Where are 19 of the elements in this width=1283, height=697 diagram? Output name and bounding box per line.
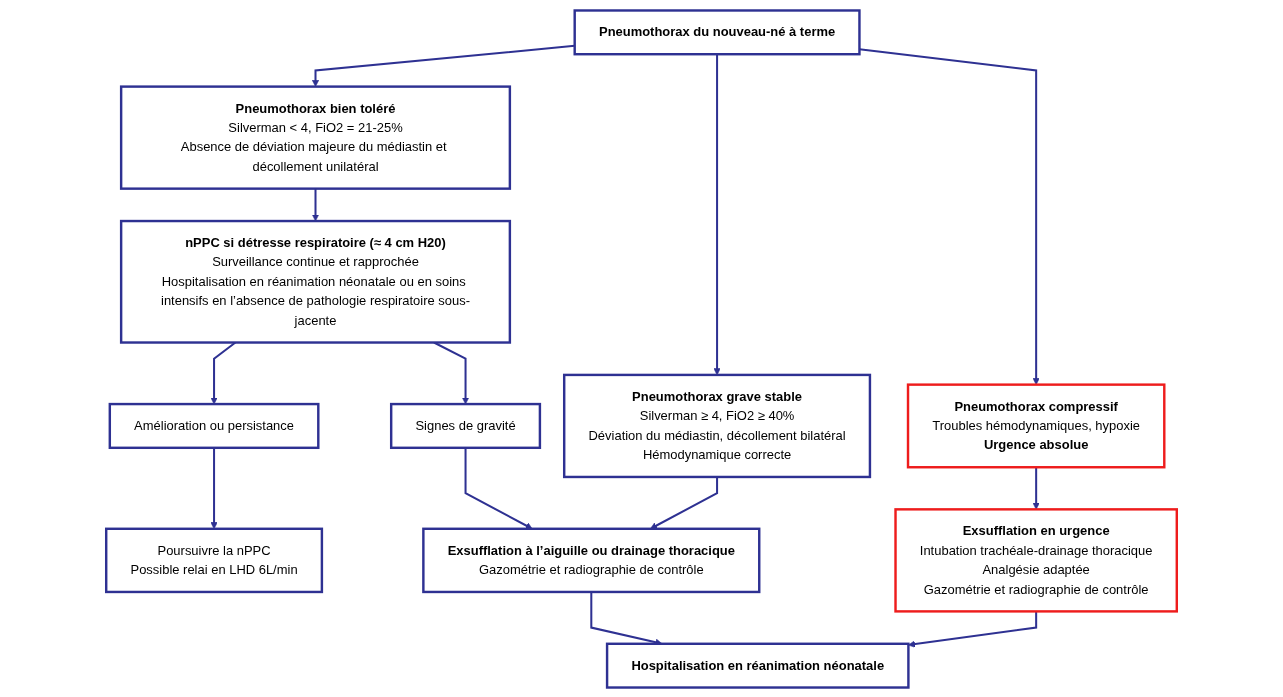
arrow [650,476,719,529]
node-box: Pneumothorax grave stable Silverman ≥ 4, FiO2 ≥ 40% Déviation du médiastin, décollement bilatéral Hémodynamique correcte [563,373,872,478]
arrow [908,610,1038,648]
node-box: Pneumothorax compressif Troubles hémodynamiques, hypoxie Urgence absolue [906,382,1166,468]
node-box: Pneumothorax du nouveau-né à terme [573,8,861,55]
node-box: Exsufflation à l’aiguille ou drainage thoracique Gazométrie et radiographie de contrôle [422,527,761,593]
arrow [311,44,575,87]
node-box: Amélioration ou persistance [108,402,320,449]
node-box: Hospitalisation en réanimation néonatale [605,642,910,689]
node-box: Signes de gravité [389,402,542,449]
arrow [859,47,1040,385]
node-box: Pneumothorax bien toléré Silverman < 4, FiO2 = 21-25% Absence de déviation majeure du médiastin et décollement unilatéral [119,84,512,190]
arrow [311,188,320,221]
node-box: nPPC si détresse respiratoire (≈ 4 cm H20) Surveillance continue et rapprochée Hospitalisation en réanimation néonatale ou en soins intensifs en l’absence de pathologie respiratoire sous-jacente [119,219,512,344]
node-box: Poursuivre la nPPC Possible relai en LHD 6L/min [105,527,324,593]
arrow [210,447,218,529]
arrow [464,447,533,529]
node-box: Exsufflation en urgence Intubation trachéale-drainage thoracique Analgésie adaptée Gazométrie et radiographie de contrôle [894,507,1178,613]
arrow [713,53,721,375]
